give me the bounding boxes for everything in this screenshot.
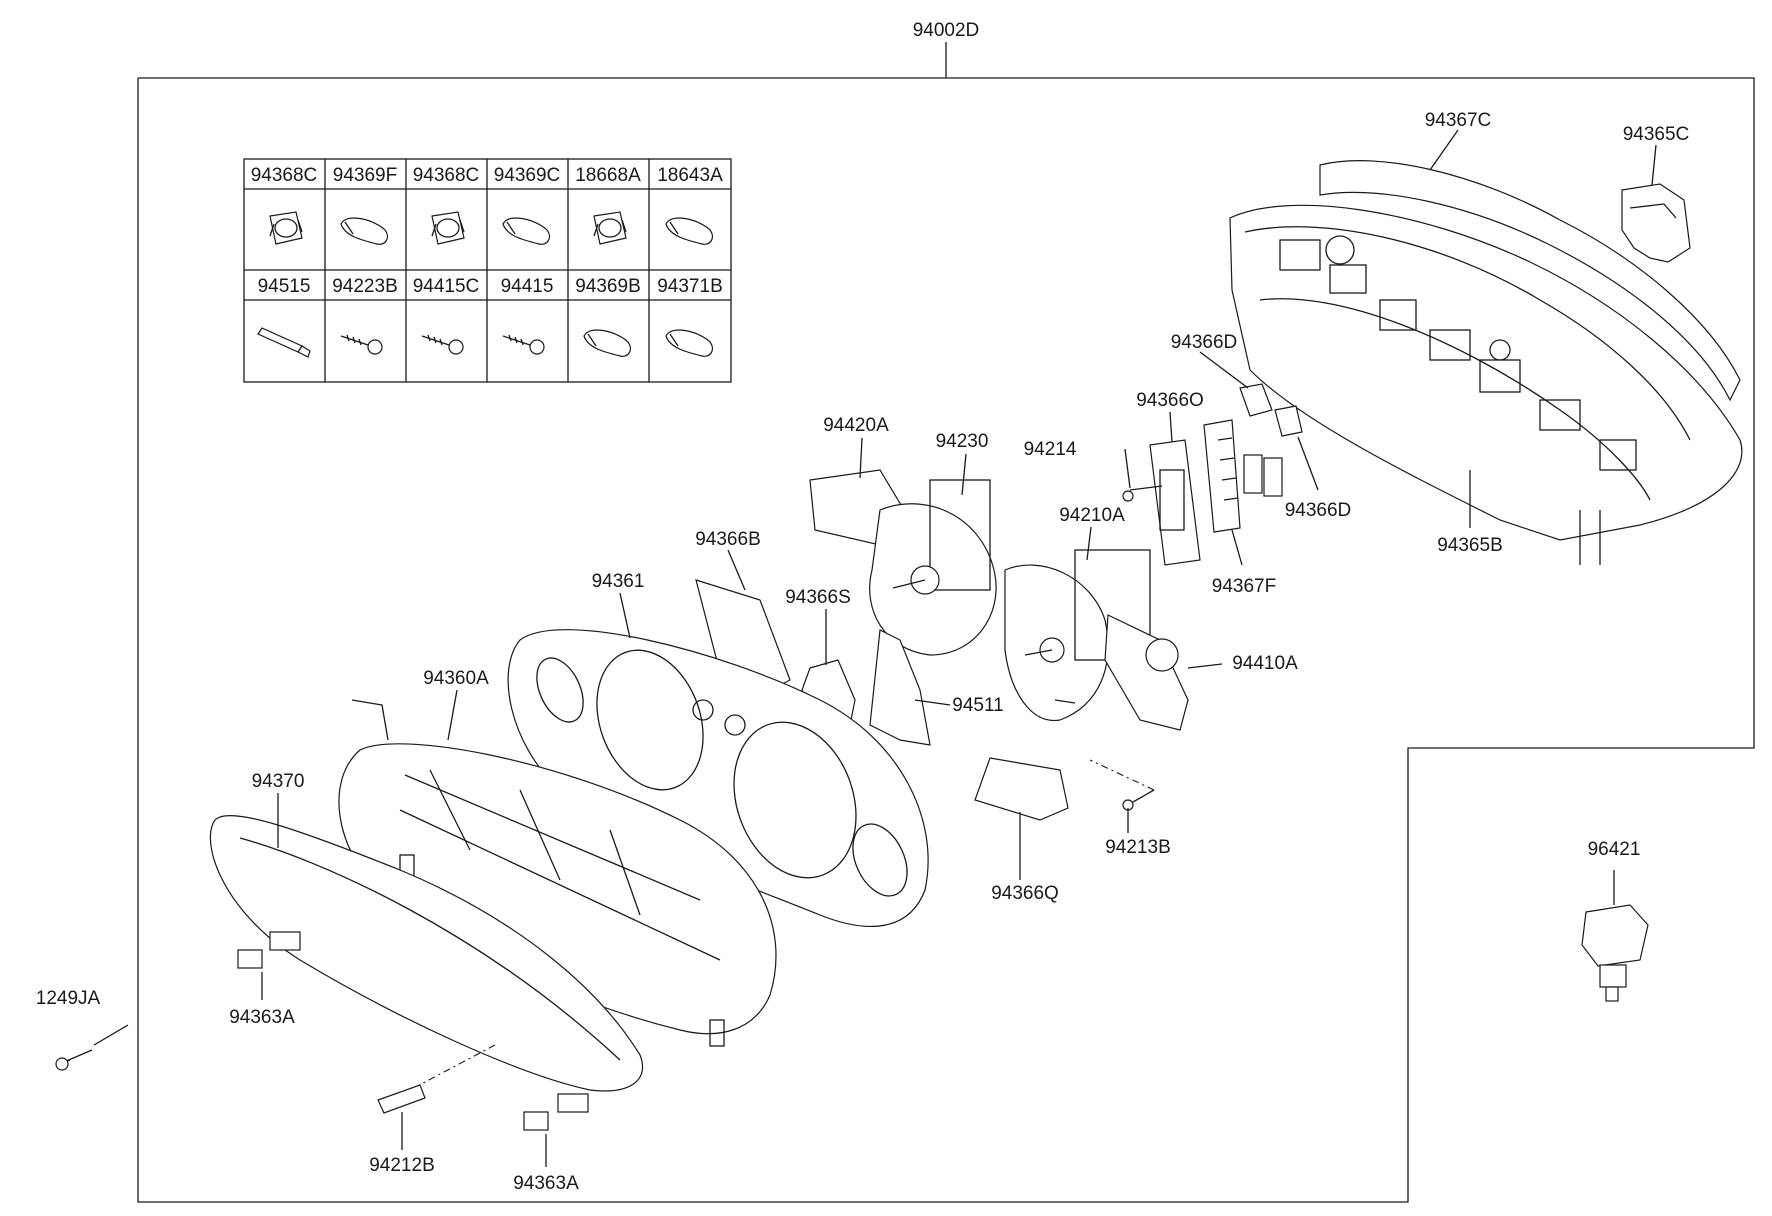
callout-94213B: 94213B [1105, 837, 1171, 858]
socket-bulb-icon [593, 211, 627, 245]
wedge-bulb-icon [502, 217, 551, 245]
callout-94511: 94511 [952, 695, 1003, 716]
table-part-number: 18643A [657, 165, 723, 186]
callout-94366D-upper: 94366D [1171, 332, 1238, 353]
callout-94366S: 94366S [785, 587, 851, 608]
callout-94420A: 94420A [823, 415, 889, 436]
table-part-number: 94369B [575, 276, 641, 297]
screw-parts [55, 490, 1155, 1071]
assembly-frame: 94002D [137, 20, 1755, 1203]
callout-94361: 94361 [592, 571, 645, 592]
screw-icon [502, 334, 545, 355]
wedge-bulb-icon [665, 329, 714, 357]
table-part-number: 94368C [251, 165, 318, 186]
callout-94363A-upper: 94363A [229, 1007, 295, 1028]
pin-icon [257, 327, 311, 358]
small-parts-table: 94368C 94369F 94368C 94369C 18668A 18643A 9451… [243, 158, 732, 383]
callout-94367C: 94367C [1425, 110, 1492, 131]
speedometer-gauge-part [809, 469, 997, 656]
table-part-number: 94371B [657, 276, 723, 297]
callout-94360A: 94360A [423, 668, 489, 689]
rear-case-part [1229, 204, 1743, 565]
callout-94410A: 94410A [1232, 653, 1298, 674]
socket-bulb-icon [269, 211, 303, 245]
callout-94230: 94230 [936, 431, 989, 452]
connector-cover-part [1621, 183, 1691, 263]
table-part-number: 94368C [413, 165, 480, 186]
table-part-number: 94223B [332, 276, 398, 297]
sensor-part [1581, 870, 1649, 1002]
bracket-parts [1129, 419, 1283, 566]
wedge-bulb-icon [665, 217, 714, 245]
table-part-number: 94369C [494, 165, 561, 186]
wedge-bulb-icon [340, 217, 389, 245]
screw-icon [421, 334, 464, 355]
leader-lines [261, 129, 1657, 1167]
callout-94366B: 94366B [695, 529, 761, 550]
lens-part [209, 815, 644, 1131]
callout-94366O: 94366O [1136, 390, 1204, 411]
callout-1249JA: 1249JA [36, 988, 101, 1009]
table-part-number: 94515 [258, 276, 311, 297]
clip-parts [1239, 383, 1303, 437]
table-part-number: 18668A [575, 165, 641, 186]
table-part-number: 94415 [501, 276, 554, 297]
callout-94366D-lower: 94366D [1285, 500, 1352, 521]
callout-94366Q: 94366Q [991, 883, 1059, 904]
callout-94370: 94370 [252, 771, 305, 792]
callout-94214: 94214 [1024, 439, 1077, 460]
callout-94365B: 94365B [1437, 535, 1503, 556]
callout-96421: 96421 [1588, 839, 1641, 860]
rear-cover-part [1319, 160, 1741, 402]
callout-94212B: 94212B [369, 1155, 435, 1176]
callout-94210A: 94210A [1059, 505, 1125, 526]
table-part-number: 94415C [413, 276, 480, 297]
callout-94367F: 94367F [1212, 576, 1276, 597]
table-part-number: 94369F [333, 165, 397, 186]
tachometer-gauge-part [1004, 549, 1189, 731]
assembly-label: 94002D [913, 20, 980, 41]
callout-94363A-lower: 94363A [513, 1173, 579, 1194]
screw-icon [340, 334, 383, 355]
callout-94365C: 94365C [1623, 124, 1690, 145]
callout-labels: 94367C 94365C 94366D 94366O 94214 94366D… [36, 110, 1690, 1194]
wedge-bulb-icon [583, 329, 632, 357]
socket-bulb-icon [431, 211, 465, 245]
